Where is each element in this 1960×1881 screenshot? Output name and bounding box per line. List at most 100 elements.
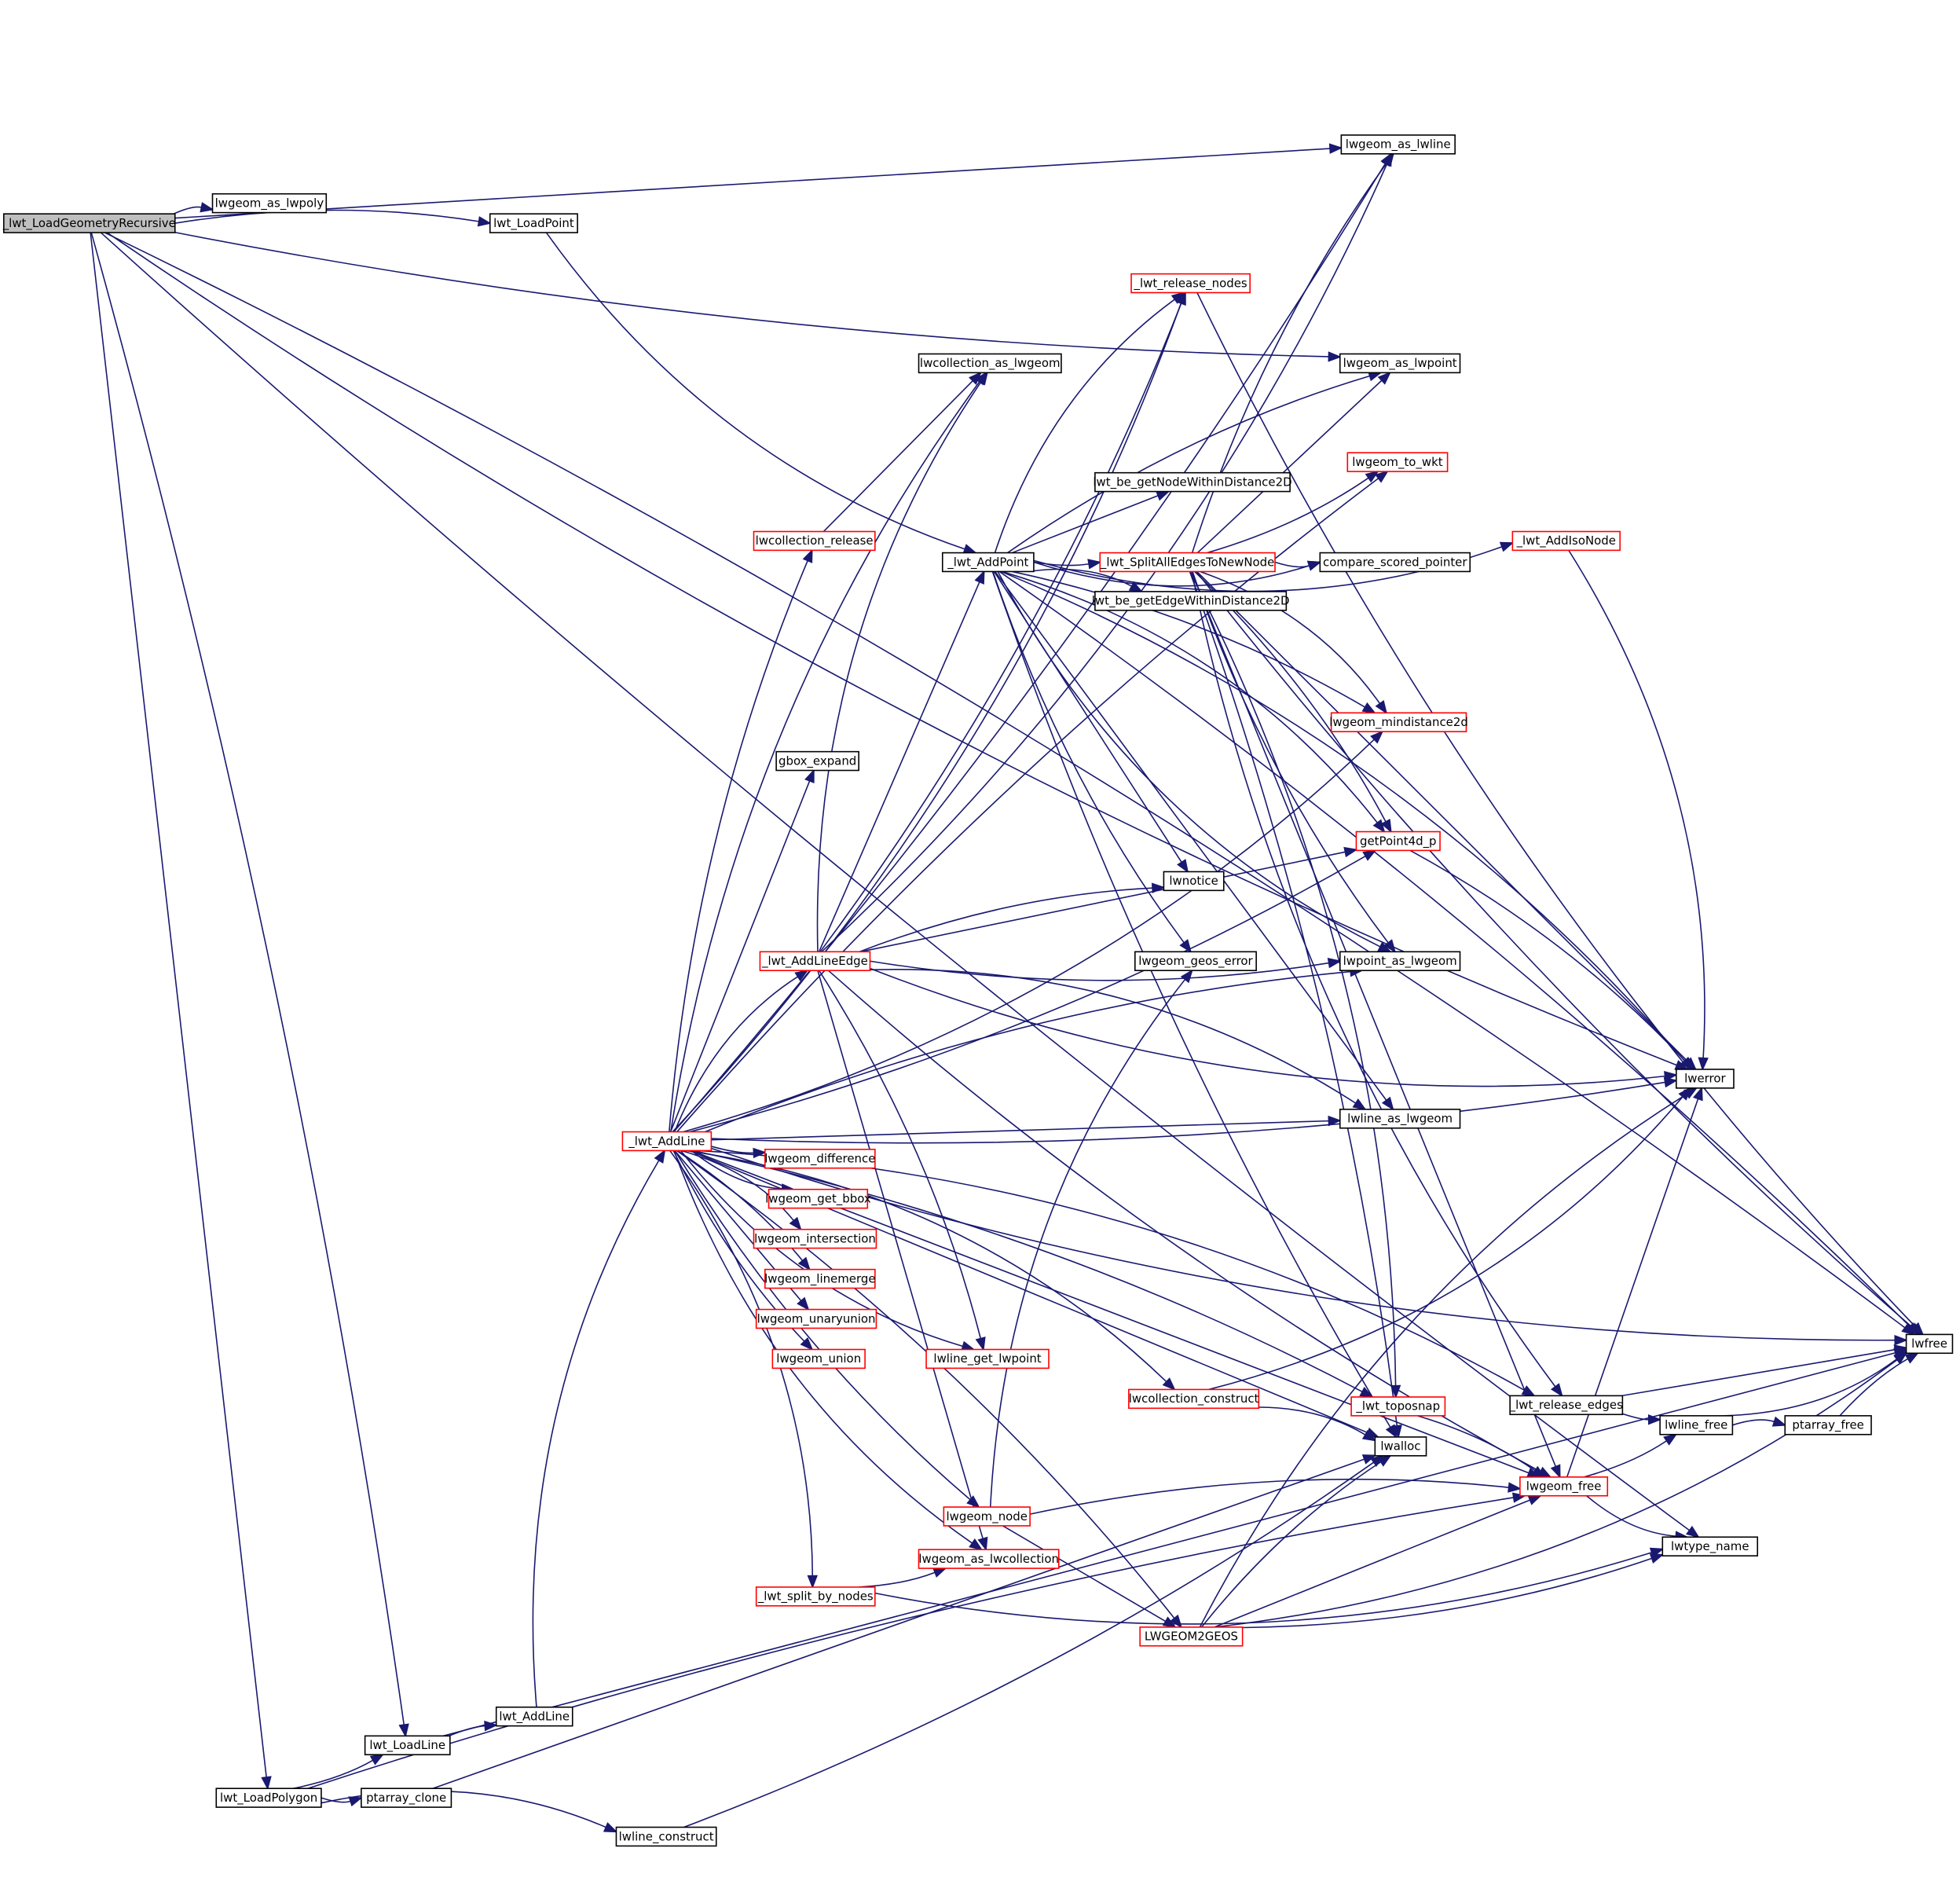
node-lwgeom2geos[interactable]: LWGEOM2GEOS (1139, 1626, 1244, 1647)
node-lwcollection-construct[interactable]: lwcollection_construct (1128, 1388, 1260, 1410)
edge-line (989, 978, 1186, 1508)
node-lwt-loadline[interactable]: lwt_LoadLine (364, 1735, 451, 1756)
node-lwgeom-difference[interactable]: lwgeom_difference (764, 1149, 876, 1169)
node-label: _lwt_AddPoint (947, 555, 1028, 569)
node-lwt-loadpolygon[interactable]: lwt_LoadPolygon (215, 1788, 322, 1808)
node-label: _lwt_LoadGeometryRecursive (2, 216, 176, 230)
edge-line (1586, 1495, 1676, 1537)
node-lwgeom-as-lwcollection[interactable]: lwgeom_as_lwcollection (918, 1549, 1060, 1569)
arrowhead-icon (654, 1149, 666, 1164)
arrowhead-icon (1087, 559, 1102, 570)
edge-loadGeomRec-to-asLwline (174, 143, 1343, 219)
node-label: lwpoint_as_lwgeom (1343, 954, 1457, 968)
edge-splitByNodes-to-asColl (859, 1568, 947, 1588)
node-lwgeom-union[interactable]: lwgeom_union (771, 1348, 866, 1370)
node-lwalloc[interactable]: lwalloc (1374, 1436, 1427, 1457)
node-lwgeom-as-lwpoly[interactable]: lwgeom_as_lwpoly (211, 192, 328, 214)
arrowhead-icon (1531, 1465, 1546, 1479)
node-lwt-addpoint[interactable]: _lwt_AddPoint (941, 552, 1035, 573)
node-lwt-release-nodes[interactable]: _lwt_release_nodes (1130, 273, 1251, 294)
node-lwline-get-lwpoint[interactable]: lwline_get_lwpoint (925, 1348, 1050, 1370)
arrowhead-icon (1381, 1096, 1394, 1111)
node-lwt-splitalledgestonewnode[interactable]: _lwt_SplitAllEdgesToNewNode (1099, 552, 1276, 573)
edge-line (676, 1150, 1175, 1619)
node-lwt-loadpoint[interactable]: lwt_LoadPoint (489, 213, 578, 233)
node-lwline-free[interactable]: lwline_free (1659, 1415, 1734, 1436)
edge-line (683, 739, 1375, 1133)
edge-line (1196, 380, 1383, 554)
edge-geom2geos-to-typeName (1242, 1553, 1665, 1629)
arrowhead-icon (369, 1754, 385, 1766)
node-lwt-addline[interactable]: _lwt_AddLine (621, 1131, 713, 1152)
edge-line (174, 209, 479, 224)
node-box (1134, 951, 1257, 971)
arrowhead-icon (1361, 1454, 1377, 1465)
edge-line (821, 163, 1388, 952)
node-box (1094, 471, 1291, 493)
arrowhead-icon (1383, 939, 1397, 954)
node-lwnotice[interactable]: lwnotice (1163, 871, 1225, 892)
edge-line (711, 1147, 1896, 1341)
node-lwline-construct[interactable]: lwline_construct (615, 1826, 717, 1847)
node-lwgeom-to-wkt[interactable]: lwgeom_to_wkt (1346, 452, 1449, 472)
node-lwt-toposnap[interactable]: _lwt_toposnap (1350, 1396, 1446, 1417)
node-lwt-split-by-nodes[interactable]: _lwt_split_by_nodes (755, 1586, 876, 1607)
node-ptarray-clone[interactable]: ptarray_clone (361, 1788, 452, 1808)
node-box (1340, 134, 1456, 155)
node-lwgeom-free[interactable]: lwgeom_free (1519, 1476, 1609, 1497)
node-lwgeom-mindistance2d[interactable]: lwgeom_mindistance2d (1329, 712, 1468, 732)
node-lwtype-name[interactable]: lwtype_name (1661, 1536, 1759, 1556)
node-box (1346, 452, 1449, 472)
edge-loadGeomRec-to-typeName (100, 232, 1700, 1538)
edge-splitAll-to-pointAsGeom (1192, 571, 1397, 954)
node-lwt-be-getedgewithindistance2d[interactable]: lwt_be_getEdgeWithinDistance2D (1092, 591, 1290, 611)
node-lwgeom-intersection[interactable]: lwgeom_intersection (753, 1228, 877, 1249)
edge-line (673, 1150, 973, 1544)
node-label: lwline_get_lwpoint (933, 1351, 1041, 1366)
node-lwt-addisonode[interactable]: _lwt_AddIsoNode (1511, 530, 1621, 552)
edge-line (174, 231, 1329, 358)
node-lwt-addlineedge[interactable]: _lwt_AddLineEdge (759, 951, 871, 971)
edge-line (293, 1759, 374, 1789)
node-box (361, 1788, 452, 1808)
node-lwgeom-geos-error[interactable]: lwgeom_geos_error (1134, 951, 1257, 971)
node-lwt-loadgeometryrecursive[interactable]: _lwt_LoadGeometryRecursive (2, 213, 176, 233)
node-label: lwerror (1684, 1072, 1726, 1086)
node-ptarray-free[interactable]: ptarray_free (1784, 1415, 1872, 1436)
node-lwt-addline[interactable]: lwt_AddLine (495, 1706, 573, 1727)
node-lwcollection-release[interactable]: lwcollection_release (753, 530, 876, 552)
node-lwt-release-edges[interactable]: _lwt_release_edges (1509, 1395, 1624, 1416)
node-label: lwgeom_as_lwpoint (1343, 356, 1457, 370)
edge-line (669, 560, 808, 1132)
node-lwgeom-node[interactable]: lwgeom_node (943, 1506, 1031, 1527)
node-lwerror[interactable]: lwerror (1676, 1069, 1735, 1089)
arrowhead-icon (1390, 1384, 1401, 1399)
node-lwgeom-get-bbox[interactable]: lwgeom_get_bbox (765, 1188, 871, 1209)
node-lwgeom-as-lwpoint[interactable]: lwgeom_as_lwpoint (1339, 353, 1461, 374)
node-lwgeom-as-lwline[interactable]: lwgeom_as_lwline (1340, 134, 1456, 155)
edge-addLineEdge-to-asColl (817, 970, 988, 1552)
node-lwfree[interactable]: lwfree (1905, 1333, 1954, 1355)
edge-addPoint-to-mindist (1012, 570, 1376, 714)
node-box (1339, 951, 1461, 971)
edge-line (691, 1150, 782, 1190)
node-getpoint4d-p[interactable]: getPoint4d_p (1355, 830, 1441, 852)
node-lwt-be-getnodewithindistance2d[interactable]: lwt_be_getNodeWithinDistance2D (1093, 471, 1292, 493)
node-lwgeom-unaryunion[interactable]: lwgeom_unaryunion (755, 1308, 877, 1329)
node-gbox-expand[interactable]: gbox_expand (775, 750, 859, 772)
edge-addLine-to-addLineEdge (673, 970, 809, 1132)
edge-lineFree-to-lwfree (1723, 1351, 1908, 1417)
node-box (489, 213, 578, 233)
node-box (753, 530, 876, 552)
arrowhead-icon (800, 1336, 814, 1351)
edge-line (859, 887, 1153, 953)
node-lwpoint-as-lwgeom[interactable]: lwpoint_as_lwgeom (1339, 951, 1461, 971)
node-lwline-as-lwgeom[interactable]: lwline_as_lwgeom (1339, 1109, 1461, 1129)
edge-line (817, 970, 984, 1539)
node-compare-scored-pointer[interactable]: compare_scored_pointer (1319, 552, 1471, 573)
edge-splitAll-to-releaseEdges (1191, 571, 1563, 1398)
node-label: lwgeom_intersection (754, 1231, 876, 1245)
node-lwcollection-as-lwgeom[interactable]: lwcollection_as_lwgeom (918, 353, 1062, 374)
arrowhead-icon (1365, 470, 1379, 483)
node-lwgeom-linemerge[interactable]: lwgeom_linemerge (764, 1268, 876, 1289)
